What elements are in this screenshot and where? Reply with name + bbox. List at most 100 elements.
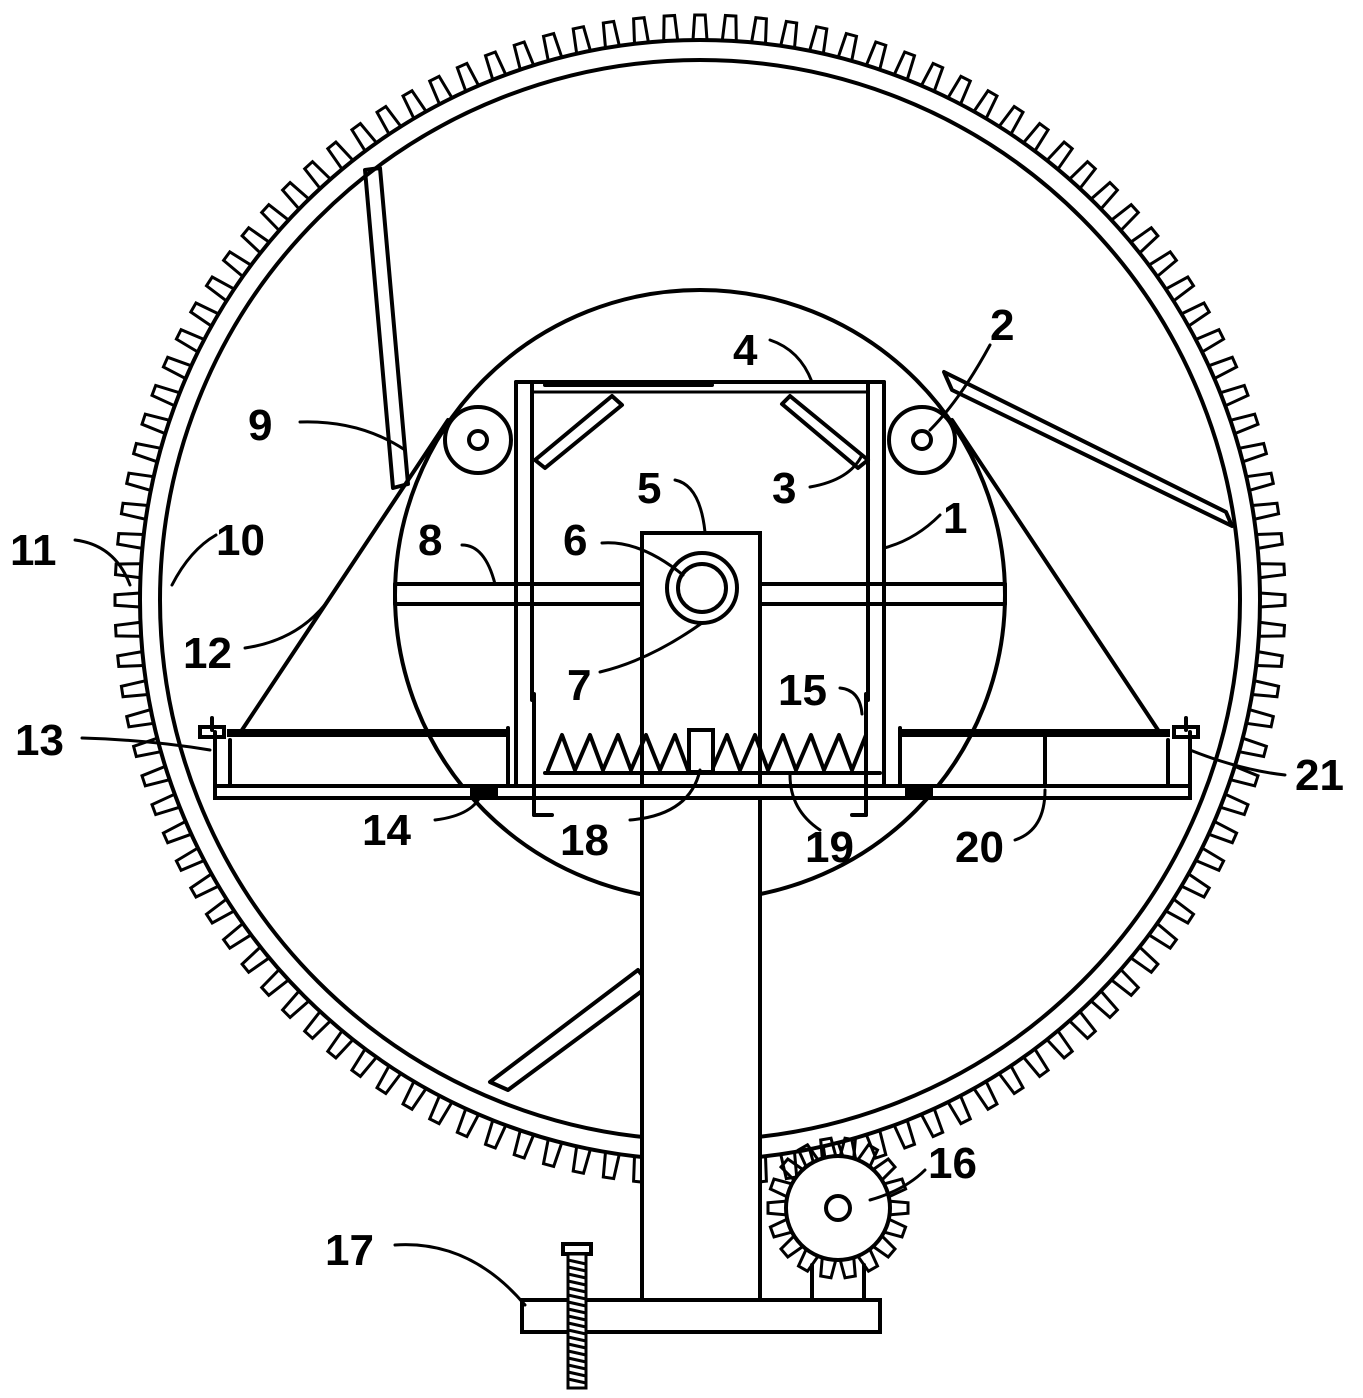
pinion-gear-tooth — [838, 1254, 857, 1280]
paddle-rod-right — [942, 370, 1234, 528]
ring-gear-tooth — [779, 19, 799, 50]
pinion-gear-tooth — [881, 1217, 908, 1239]
ring-gear-tooth — [240, 225, 271, 255]
ring-gear-tooth — [280, 180, 311, 211]
ring-gear-tooth — [541, 31, 564, 63]
label-13: 13 — [15, 716, 64, 765]
screw-thread-line — [566, 1356, 588, 1364]
screw-thread-line — [566, 1370, 588, 1378]
ring-gear-tooth — [188, 301, 220, 328]
pinion-gear-tooth — [778, 1233, 806, 1260]
ring-gear-tooth — [150, 792, 182, 817]
ring-gear-tooth — [483, 1118, 508, 1150]
ring-gear-tooth — [1180, 301, 1212, 328]
ring-gear-tooth — [1194, 846, 1226, 873]
ring-gear-tooth — [601, 19, 621, 50]
ring-gear-tooth — [375, 104, 403, 136]
paddle-rod-left — [363, 166, 410, 490]
label-18: 18 — [560, 816, 609, 865]
ring-gear-teeth — [113, 13, 1287, 1187]
ring-gear-tooth — [140, 764, 172, 788]
label-10: 10 — [216, 516, 265, 565]
label-3: 3 — [772, 464, 796, 513]
cable-left — [238, 418, 450, 735]
leader-2 — [928, 343, 992, 432]
ring-gear-tooth — [483, 50, 508, 82]
ring-gear-tooth — [1228, 412, 1260, 436]
ring-gear-tooth — [892, 1118, 917, 1150]
ring-gear-tooth — [1237, 736, 1269, 759]
ring-gear-tooth — [401, 88, 428, 120]
ring-gear-tooth — [259, 968, 290, 998]
ring-gear-tooth — [119, 679, 150, 699]
leader-3 — [808, 453, 864, 489]
leader-1 — [882, 513, 942, 550]
ring-gear-tooth — [401, 1080, 428, 1112]
pinion-gear-tooth — [855, 1142, 880, 1170]
ring-gear-tooth — [280, 989, 311, 1020]
ring-gear-tooth — [124, 471, 156, 492]
leader-21 — [1188, 748, 1287, 777]
ring-gear-tooth — [691, 13, 709, 42]
link-right — [780, 394, 870, 470]
ring-gear-tooth — [174, 846, 206, 873]
ring-gear-tooth — [221, 249, 253, 278]
leader-17 — [393, 1243, 527, 1307]
ring-gear-tooth — [455, 1107, 481, 1139]
label-16: 16 — [928, 1139, 977, 1188]
leader-10 — [170, 533, 218, 587]
leader-4 — [768, 338, 814, 384]
ring-gear-tooth — [131, 441, 163, 464]
ring-gear-tooth — [571, 24, 592, 56]
ring-gear-tooth — [1110, 202, 1141, 232]
lower-brace — [488, 968, 652, 1092]
ring-gear-tooth — [113, 562, 143, 580]
pinion-gear-tooth — [819, 1136, 838, 1162]
ring-gear-tooth — [750, 16, 768, 46]
leader-12 — [243, 596, 332, 650]
link-left — [533, 394, 624, 470]
tray-left-top — [227, 729, 509, 737]
pinion-gear-tooth — [768, 1217, 795, 1239]
label-2: 2 — [990, 301, 1014, 350]
ring-gear-tooth — [1022, 121, 1051, 153]
screw-thread-line — [566, 1258, 588, 1266]
pinion-gear-tooth — [870, 1233, 898, 1260]
ring-gear-tooth — [1207, 355, 1239, 381]
ring-gear-tooth — [455, 61, 481, 93]
screw-thread-line — [566, 1272, 588, 1280]
leader-9 — [298, 420, 407, 452]
ring-gear-tooth — [1194, 327, 1226, 354]
screw-thread-line — [566, 1349, 588, 1357]
ring-gear-tooth — [1250, 501, 1281, 521]
ring-gear-tooth — [150, 383, 182, 408]
leader-20 — [1013, 788, 1047, 842]
label-9: 9 — [248, 401, 272, 450]
leader-6 — [600, 541, 685, 577]
ring-gear-tooth — [1254, 532, 1284, 550]
leader-8 — [460, 543, 497, 586]
ring-gear-tooth — [325, 1029, 355, 1060]
ring-gear-tooth — [1147, 249, 1179, 278]
leader-5 — [673, 478, 707, 534]
ring-gear-tooth — [1129, 945, 1160, 975]
ring-gear-tooth — [161, 355, 193, 381]
pinion-gear-teeth — [766, 1136, 910, 1280]
pinion-gear-tooth — [766, 1199, 790, 1217]
ring-gear-tooth — [541, 1137, 564, 1169]
ring-gear-tooth — [188, 872, 220, 899]
ring-gear-tooth — [1257, 620, 1287, 638]
ring-gear-tooth — [174, 327, 206, 354]
tray-right-top — [900, 729, 1170, 737]
leader-7 — [598, 621, 704, 674]
leader-11 — [73, 538, 132, 587]
pinion-gear-tooth — [819, 1254, 838, 1280]
leader-15 — [838, 686, 864, 716]
pinion-gear-tooth — [768, 1177, 795, 1199]
ring-gear-tooth — [427, 74, 454, 106]
ring-gear-tooth — [325, 140, 355, 171]
pad-left — [470, 784, 498, 797]
spring-left — [546, 733, 690, 772]
